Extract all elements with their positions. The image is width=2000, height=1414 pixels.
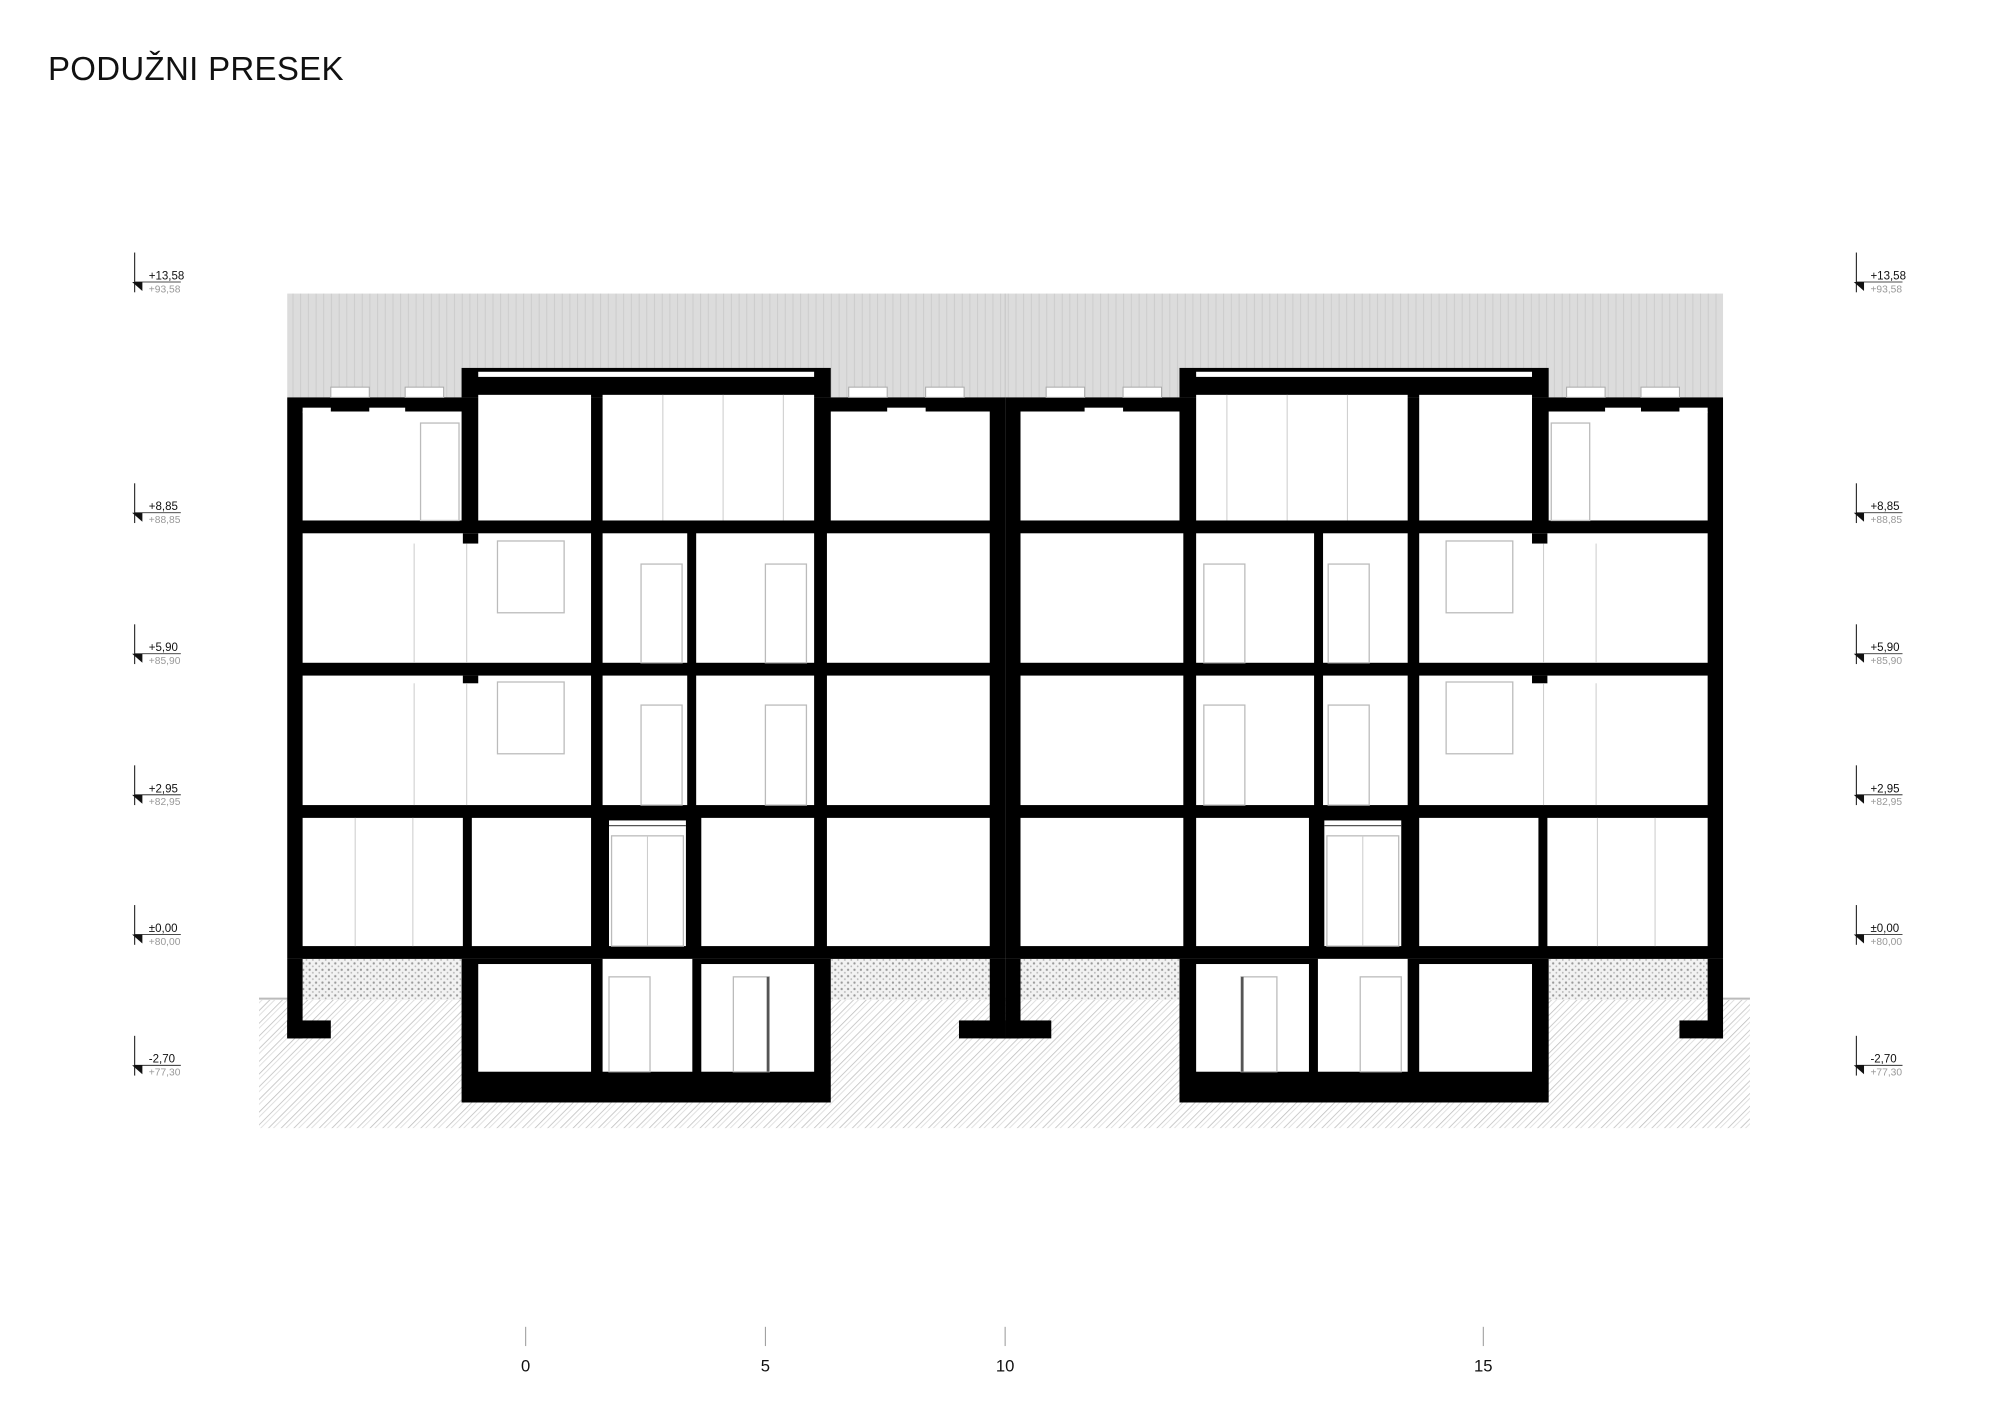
level-marker: +5,90 +85,90 <box>1853 624 1903 667</box>
level-relative: +8,85 <box>149 501 178 513</box>
scale-label: 5 <box>761 1357 770 1376</box>
scale-bar: 0 5 10 15 <box>521 1326 1493 1376</box>
level-triangle-icon <box>1853 512 1865 522</box>
level-marker: ±0,00 +80,00 <box>1853 905 1903 948</box>
level-triangle-icon <box>1853 1065 1865 1075</box>
level-marker: +13,58 +93,58 <box>132 252 185 295</box>
level-absolute: +80,00 <box>149 937 181 948</box>
level-triangle-icon <box>1853 282 1865 292</box>
level-relative: -2,70 <box>1870 1054 1896 1066</box>
level-triangle-icon <box>132 653 143 663</box>
level-absolute: +77,30 <box>1870 1068 1902 1079</box>
level-absolute: +77,30 <box>149 1068 181 1079</box>
level-triangle-icon <box>132 512 143 522</box>
level-triangle-icon <box>1853 934 1865 944</box>
level-marker: +13,58 +93,58 <box>1853 252 1906 295</box>
level-marker: ±0,00 +80,00 <box>132 905 181 948</box>
level-relative: +5,90 <box>1870 642 1899 654</box>
scale-label: 10 <box>996 1357 1015 1376</box>
level-relative: +5,90 <box>149 642 178 654</box>
level-relative: +13,58 <box>1870 270 1906 282</box>
level-triangle-icon <box>132 794 143 804</box>
level-relative: +8,85 <box>1870 501 1899 513</box>
level-triangle-icon <box>1853 653 1865 663</box>
level-absolute: +82,95 <box>1870 797 1902 808</box>
level-triangle-icon <box>1853 794 1865 804</box>
level-markers-left: +13,58+93,58+8,85+88,85+5,90+85,90+2,95+… <box>132 252 185 1079</box>
scale-label: 0 <box>521 1357 530 1376</box>
level-triangle-icon <box>132 282 143 292</box>
level-marker: +2,95 +82,95 <box>132 765 181 808</box>
level-absolute: +85,90 <box>1870 656 1902 667</box>
level-relative: ±0,00 <box>1870 923 1899 935</box>
level-marker: +8,85 +88,85 <box>1853 483 1903 526</box>
level-triangle-icon <box>132 1065 143 1075</box>
level-absolute: +82,95 <box>149 797 181 808</box>
level-relative: +2,95 <box>149 783 178 795</box>
scale-label: 15 <box>1474 1357 1493 1376</box>
level-marker: +5,90 +85,90 <box>132 624 181 667</box>
level-absolute: +93,58 <box>1870 284 1902 295</box>
building-unit-left <box>286 367 1006 1104</box>
level-absolute: +80,00 <box>1870 937 1902 948</box>
level-marker: +8,85 +88,85 <box>132 483 181 526</box>
drawing-title: PODUŽNI PRESEK <box>48 50 344 87</box>
level-marker: +2,95 +82,95 <box>1853 765 1903 808</box>
building-unit-right <box>1004 367 1724 1104</box>
level-relative: +2,95 <box>1870 783 1899 795</box>
level-absolute: +93,58 <box>149 284 181 295</box>
level-relative: -2,70 <box>149 1054 175 1066</box>
level-triangle-icon <box>132 934 143 944</box>
level-relative: +13,58 <box>149 270 185 282</box>
level-marker: -2,70 +77,30 <box>1853 1035 1903 1079</box>
level-absolute: +85,90 <box>149 656 181 667</box>
level-absolute: +88,85 <box>149 515 181 526</box>
level-marker: -2,70 +77,30 <box>132 1035 181 1079</box>
level-absolute: +88,85 <box>1870 515 1902 526</box>
level-markers-right: +13,58+93,58+8,85+88,85+5,90+85,90+2,95+… <box>1853 252 1906 1079</box>
level-relative: ±0,00 <box>149 923 178 935</box>
